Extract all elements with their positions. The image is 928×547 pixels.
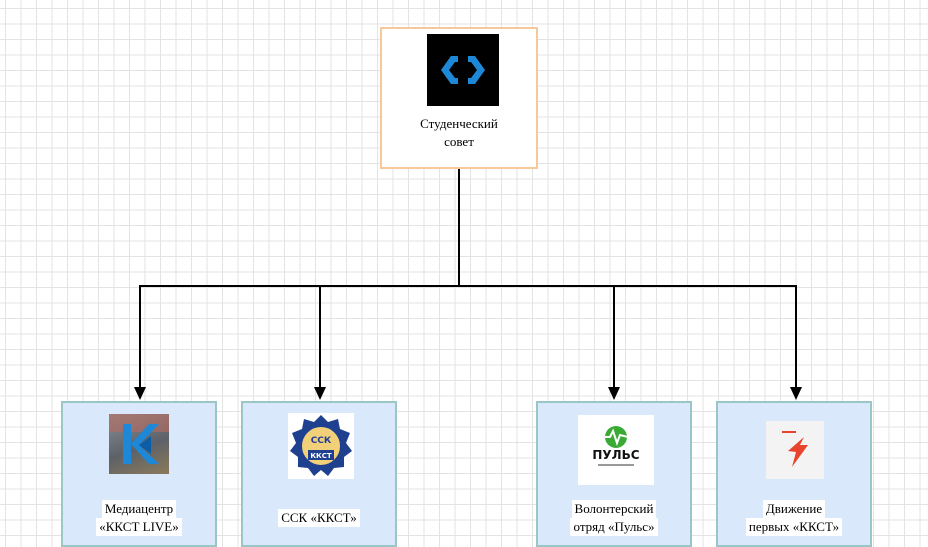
arrowhead-dvizhenie — [790, 387, 802, 400]
node-media-center[interactable]: Медиацентр «ККСТ LIVE» — [61, 401, 217, 547]
student-council-label: Студенческий совет — [420, 116, 498, 149]
puls-label: Волонтерский отряд «Пульс» — [538, 500, 690, 536]
ssk-label: ССК «ККСТ» — [243, 509, 395, 527]
svg-text:ССК: ССК — [311, 436, 332, 446]
media-center-label: Медиацентр «ККСТ LIVE» — [63, 500, 215, 536]
svg-text:ПУЛЬС: ПУЛЬС — [592, 448, 639, 462]
kkst-live-logo-icon — [109, 414, 169, 474]
svg-text:ККСТ: ККСТ — [310, 452, 332, 460]
node-ssk[interactable]: ССК ККСТ ССК «ККСТ» — [241, 401, 397, 547]
node-dvizhenie-pervykh[interactable]: Движение первых «ККСТ» — [716, 401, 872, 547]
node-student-council[interactable]: Студенческий совет — [380, 27, 538, 169]
arrowhead-puls — [608, 387, 620, 400]
node-puls[interactable]: ПУЛЬС Волонтерский отряд «Пульс» — [536, 401, 692, 547]
dvizhenie-label: Движение первых «ККСТ» — [718, 500, 870, 536]
student-council-logo-icon — [427, 34, 499, 106]
arrowhead-media — [134, 387, 146, 400]
ssk-kkst-emblem-icon: ССК ККСТ — [288, 413, 354, 479]
puls-volunteer-logo-icon: ПУЛЬС — [578, 415, 654, 485]
arrowhead-ssk — [314, 387, 326, 400]
dvizhenie-pervykh-logo-icon — [766, 421, 824, 479]
